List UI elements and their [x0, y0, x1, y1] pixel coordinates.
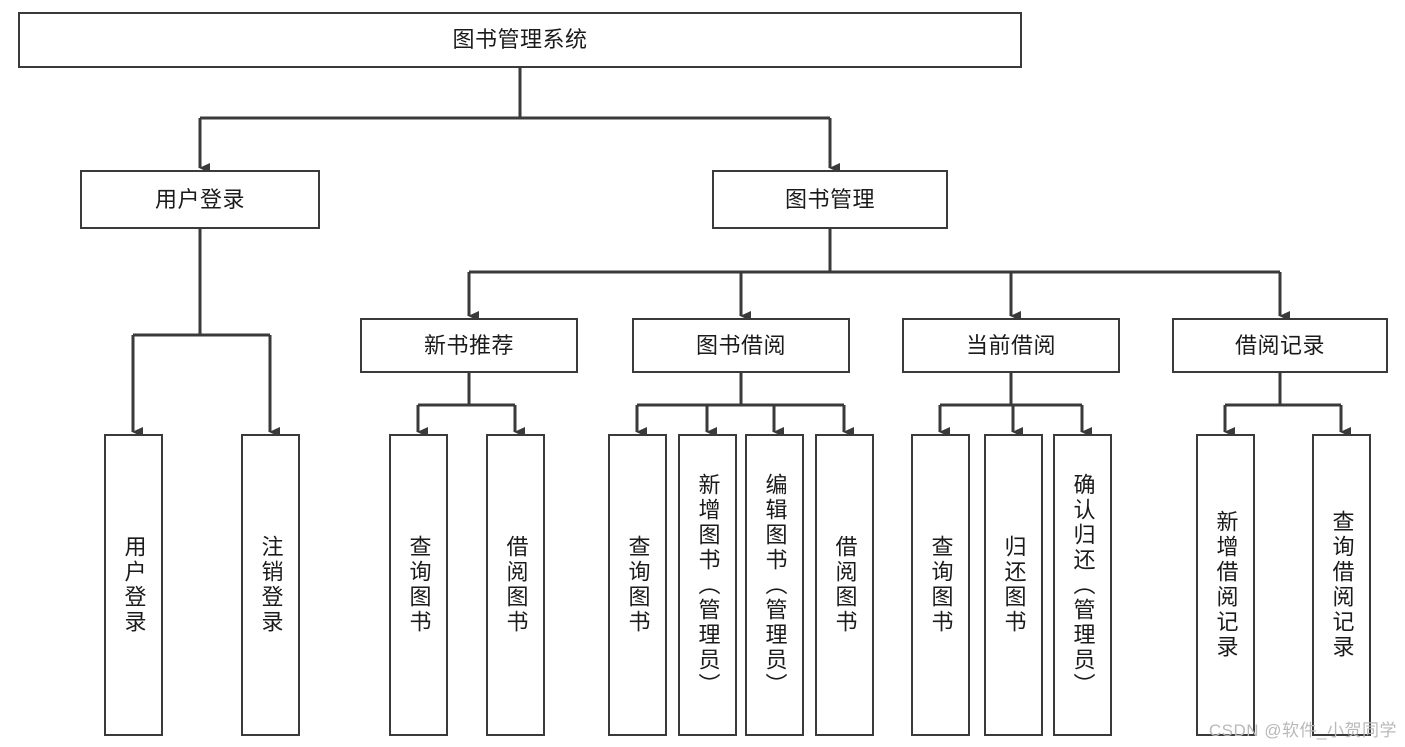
node-book-manage[interactable]: 图书管理	[712, 170, 948, 229]
node-label: 借阅图书	[832, 535, 858, 635]
node-label: 编辑图书（管理员）	[762, 472, 788, 698]
node-label: 查询借阅记录	[1329, 510, 1355, 660]
node-label: 当前借阅	[965, 332, 1056, 358]
node-label: 查询图书	[625, 535, 651, 635]
node-leaf-confirm-return[interactable]: 确认归还（管理员）	[1053, 434, 1112, 736]
node-label: 图书借阅	[695, 332, 786, 358]
node-leaf-borrow-book-rec[interactable]: 借阅图书	[486, 434, 545, 736]
node-leaf-add-book[interactable]: 新增图书（管理员）	[678, 434, 737, 736]
node-user-login[interactable]: 用户登录	[80, 170, 320, 229]
node-label: 归还图书	[1001, 535, 1027, 635]
node-new-book-rec[interactable]: 新书推荐	[360, 318, 578, 373]
node-leaf-borrow-book[interactable]: 借阅图书	[815, 434, 874, 736]
node-leaf-user-logout[interactable]: 注销登录	[241, 434, 300, 736]
node-leaf-edit-book[interactable]: 编辑图书（管理员）	[745, 434, 804, 736]
node-label: 图书管理	[784, 186, 875, 212]
node-label: 新增借阅记录	[1213, 510, 1239, 660]
node-borrow-record[interactable]: 借阅记录	[1172, 318, 1388, 373]
node-label: 新书推荐	[423, 332, 514, 358]
node-current-borrow[interactable]: 当前借阅	[902, 318, 1120, 373]
node-label: 借阅记录	[1234, 332, 1325, 358]
node-root[interactable]: 图书管理系统	[18, 12, 1022, 68]
node-label: 查询图书	[406, 535, 432, 635]
node-label: 新增图书（管理员）	[695, 472, 721, 698]
node-label: 用户登录	[154, 186, 245, 212]
node-leaf-query-book-rec[interactable]: 查询图书	[389, 434, 448, 736]
node-leaf-query-record[interactable]: 查询借阅记录	[1312, 434, 1371, 736]
node-leaf-query-book-cur[interactable]: 查询图书	[911, 434, 970, 736]
node-book-borrow[interactable]: 图书借阅	[632, 318, 850, 373]
node-label: 用户登录	[121, 535, 147, 635]
node-label: 查询图书	[928, 535, 954, 635]
node-label: 借阅图书	[503, 535, 529, 635]
node-leaf-return-book[interactable]: 归还图书	[984, 434, 1043, 736]
node-leaf-add-record[interactable]: 新增借阅记录	[1196, 434, 1255, 736]
node-leaf-user-login[interactable]: 用户登录	[104, 434, 163, 736]
connector-lines	[131, 68, 1351, 437]
node-label: 图书管理系统	[452, 27, 588, 53]
node-leaf-query-book[interactable]: 查询图书	[608, 434, 667, 736]
node-label: 确认归还（管理员）	[1070, 472, 1096, 698]
node-label: 注销登录	[258, 535, 284, 635]
